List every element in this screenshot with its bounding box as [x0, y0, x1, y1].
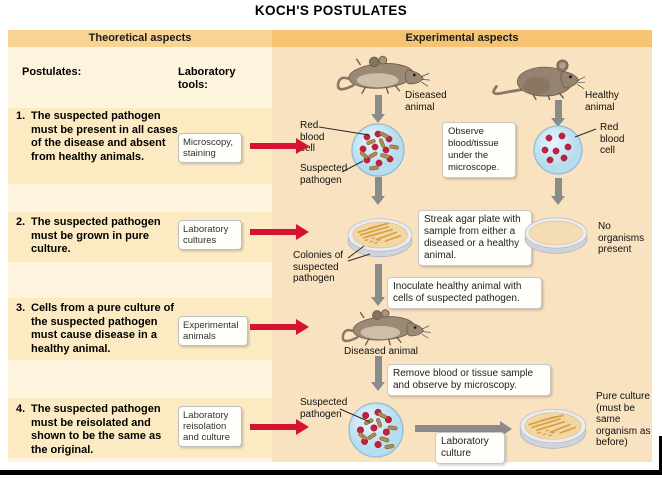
postulate-2-band: 2. The suspected pathogen must be grown …: [8, 212, 272, 262]
postulate-4-text: 4. The suspected pathogen must be reisol…: [16, 403, 162, 456]
postulate-3-band: 3. Cells from a pure culture of the susp…: [8, 298, 272, 360]
suspected-pathogen-bottom-label: Suspected pathogen: [300, 397, 348, 420]
red-blood-cell-right-label: Red blood cell: [600, 122, 625, 156]
theoretical-header: Theoretical aspects: [8, 30, 272, 47]
theoretical-panel: Theoretical aspects Postulates: Laborato…: [8, 30, 272, 462]
laboratory-culture-box: Laboratory culture: [435, 432, 505, 464]
down-arrow-plate-to-animal: [371, 264, 385, 306]
agar-plate-pure-culture-icon: [519, 408, 587, 449]
toolbox-microscopy: Microscopy, staining: [178, 133, 242, 163]
postulate-1-text: 1. The suspected pathogen must be presen…: [16, 110, 178, 163]
right-border: [659, 436, 662, 475]
page-title: KOCH'S POSTULATES: [254, 3, 408, 18]
colonies-label: Colonies of suspected pathogen: [293, 250, 344, 284]
right-arrow-smear-to-pure-culture: [415, 420, 512, 437]
experimental-panel: Experimental aspects Diseased animal He: [272, 30, 652, 464]
red-arrow-postulate-3: [250, 319, 309, 335]
suspected-pathogen-top-label: Suspected pathogen: [300, 163, 348, 186]
no-organisms-label: No organisms present: [598, 221, 645, 255]
healthy-mouse-icon: [492, 59, 585, 101]
toolbox-laboratory-cultures: Laboratory cultures: [178, 220, 242, 250]
toolbox-laboratory-reisolation: Laboratory reisolation and culture: [178, 406, 242, 447]
remove-box: Remove blood or tissue sample and observ…: [387, 364, 551, 396]
agar-plate-empty-icon: [524, 217, 588, 254]
blood-smear-reisolated-icon: [348, 402, 404, 458]
postulate-3-text: 3. Cells from a pure culture of the susp…: [16, 302, 175, 355]
diseased-animal-top-label: Diseased animal: [405, 90, 447, 113]
bottom-border: [0, 470, 662, 475]
streak-box: Streak agar plate with sample from eithe…: [418, 210, 532, 266]
red-arrow-postulate-2: [250, 224, 309, 240]
down-arrow-diseased-to-smear: [371, 95, 385, 123]
healthy-animal-label: Healthy animal: [585, 90, 619, 113]
postulates-heading: Postulates:: [22, 66, 82, 78]
postulate-4-band: 4. The suspected pathogen must be reisol…: [8, 398, 272, 458]
postulate-2-text: 2. The suspected pathogen must be grown …: [16, 216, 161, 255]
toolbox-experimental-animals: Experimental animals: [178, 316, 248, 346]
observe-box: Observe blood/tissue under the microscop…: [442, 122, 516, 178]
blood-smear-healthy-icon: [533, 125, 583, 175]
down-arrow-healthy-to-smear: [551, 100, 565, 127]
experimental-header: Experimental aspects: [272, 30, 652, 47]
postulate-1-band: 1. The suspected pathogen must be presen…: [8, 108, 272, 184]
red-arrow-postulate-4: [250, 419, 309, 435]
pure-culture-label: Pure culture (must be same organism as b…: [596, 391, 651, 448]
diseased-mouse-icon: [336, 55, 430, 95]
red-arrow-postulate-1: [250, 138, 309, 154]
laboratory-tools-heading: Laboratory tools:: [178, 66, 236, 91]
inoculate-box: Inoculate healthy animal with cells of s…: [387, 277, 542, 309]
diseased-animal-mid-label: Diseased animal: [344, 346, 418, 357]
down-arrow-smear-to-plate: [371, 177, 385, 205]
diseased-mouse-mid-icon: [341, 309, 431, 346]
down-arrow-animal-to-smear: [371, 356, 385, 391]
blood-smear-diseased-icon: [351, 123, 405, 177]
down-arrow-smear-to-empty-plate: [551, 178, 565, 205]
